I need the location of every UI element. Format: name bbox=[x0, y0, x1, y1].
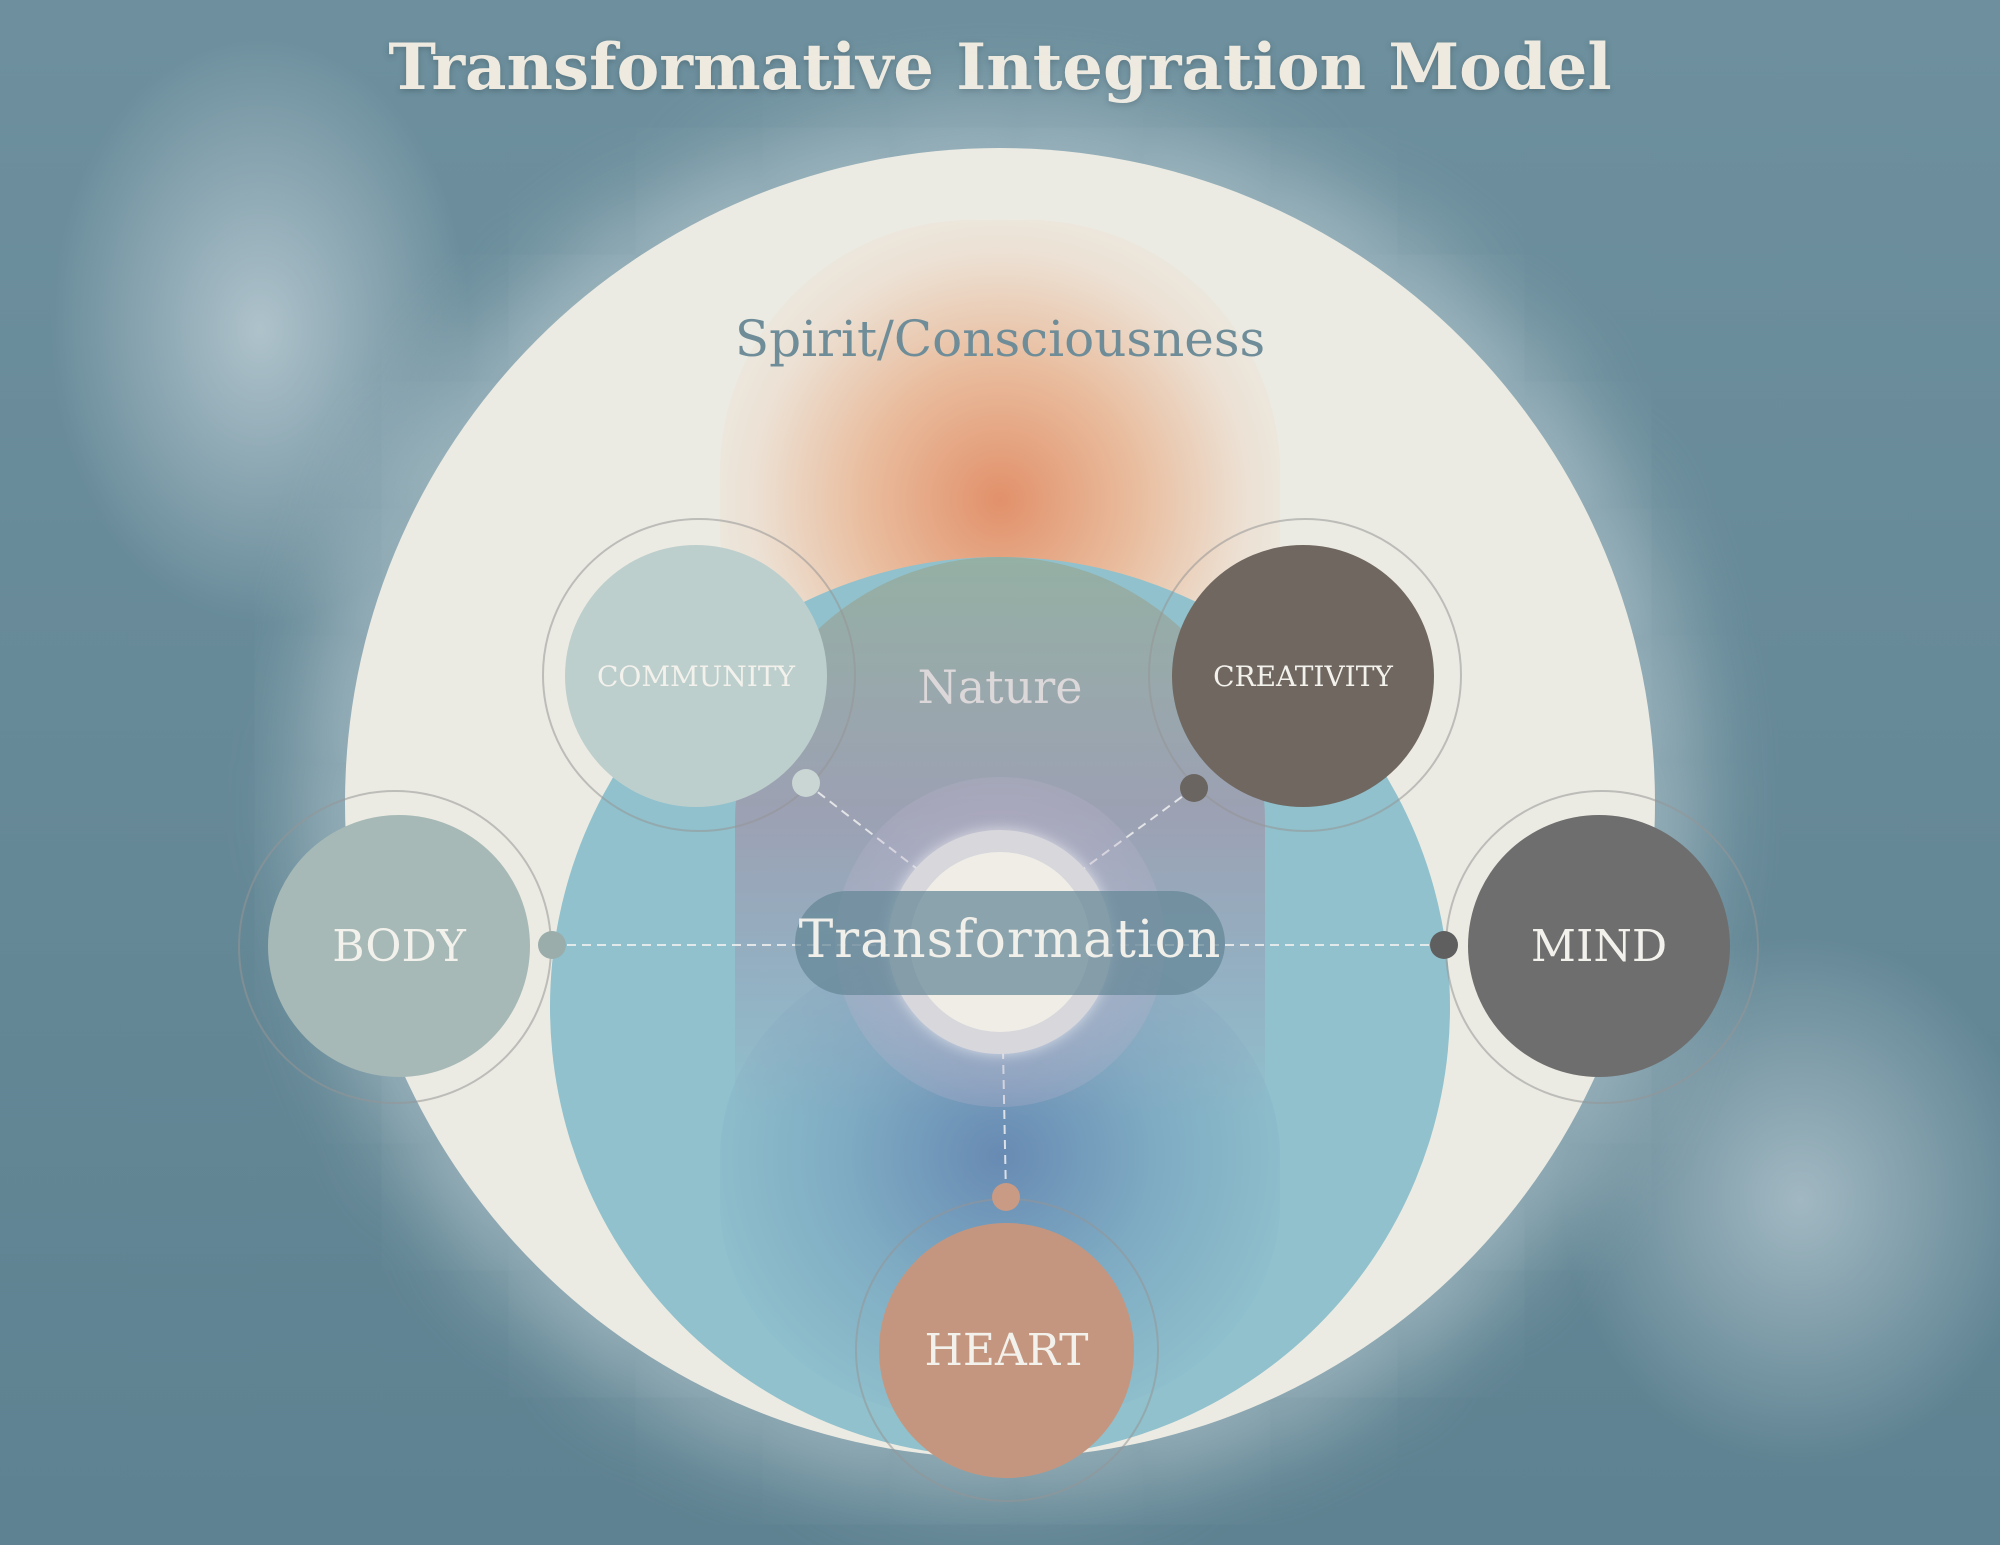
creativity-label: CREATIVITY bbox=[1213, 659, 1393, 693]
creativity-ring bbox=[1148, 518, 1462, 832]
mind-connector-dot bbox=[1430, 931, 1458, 959]
transformation-pill bbox=[795, 891, 1225, 995]
body-node: BODY bbox=[268, 815, 530, 1077]
heart-node: HEART bbox=[879, 1223, 1134, 1478]
diagram-title: Transformative Integration Model bbox=[388, 30, 1612, 105]
spirit-consciousness-label: Spirit/Consciousness bbox=[734, 310, 1266, 368]
heart-label: HEART bbox=[924, 1325, 1089, 1376]
body-label: BODY bbox=[332, 920, 466, 972]
mind-node: MIND bbox=[1468, 815, 1730, 1077]
transformation-label: Transformation bbox=[798, 910, 1222, 970]
connector-heart bbox=[1002, 1049, 1007, 1197]
nature-label: Nature bbox=[917, 660, 1083, 714]
creativity-node: CREATIVITY bbox=[1172, 545, 1434, 807]
community-label: COMMUNITY bbox=[596, 659, 796, 693]
heart-connector-dot bbox=[992, 1183, 1020, 1211]
community-connector-dot bbox=[792, 769, 820, 797]
creativity-connector-dot bbox=[1180, 774, 1208, 802]
community-node: COMMUNITY bbox=[565, 545, 827, 807]
community-ring bbox=[542, 518, 856, 832]
body-connector-dot bbox=[538, 931, 566, 959]
mind-label: MIND bbox=[1530, 920, 1668, 972]
